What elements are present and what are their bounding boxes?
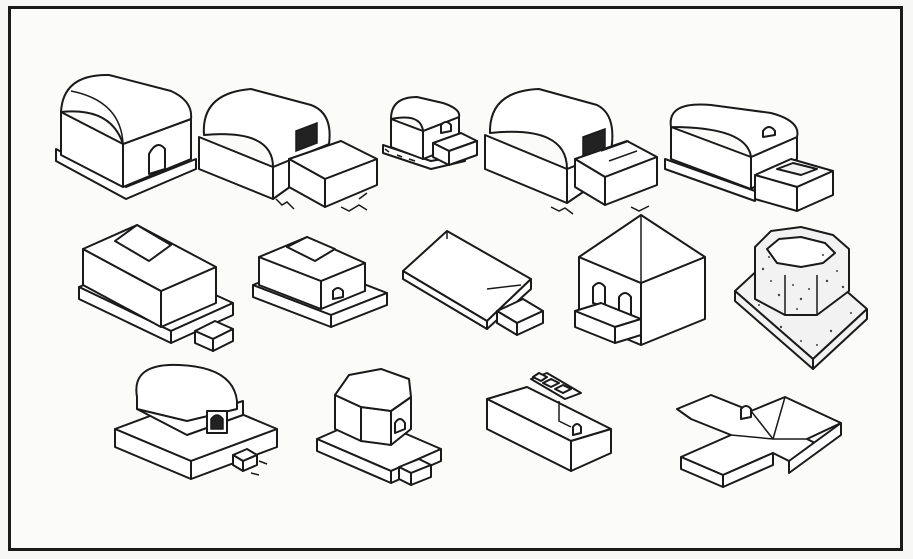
building-2-barrel-vault-with-annex <box>198 88 378 212</box>
building-1-barrel-vault <box>55 73 197 200</box>
building-12-octagonal-tomb-on-plinth <box>316 368 442 486</box>
building-7-small-hipped-roof-on-plinth <box>252 236 388 328</box>
building-10-octagonal-stone-enclosure <box>734 226 868 370</box>
building-14-cruciform-plan-roof <box>676 394 842 488</box>
building-3-small-vault-with-annex <box>382 96 478 170</box>
building-13-stepped-block-platform <box>486 372 612 472</box>
building-11-domed-rotunda-on-plinth <box>114 363 278 480</box>
building-8-gabled-roof-with-annex <box>402 230 544 336</box>
building-4-barrel-vault-with-split-annex <box>484 88 658 215</box>
figure-frame <box>8 6 903 551</box>
building-5-barrel-vault-with-low-annex <box>664 103 834 212</box>
isometric-buildings-figure <box>55 73 868 488</box>
building-9-pyramid-roof-with-two-doors <box>574 214 706 346</box>
building-6-hipped-roof-on-plinth <box>78 224 234 352</box>
